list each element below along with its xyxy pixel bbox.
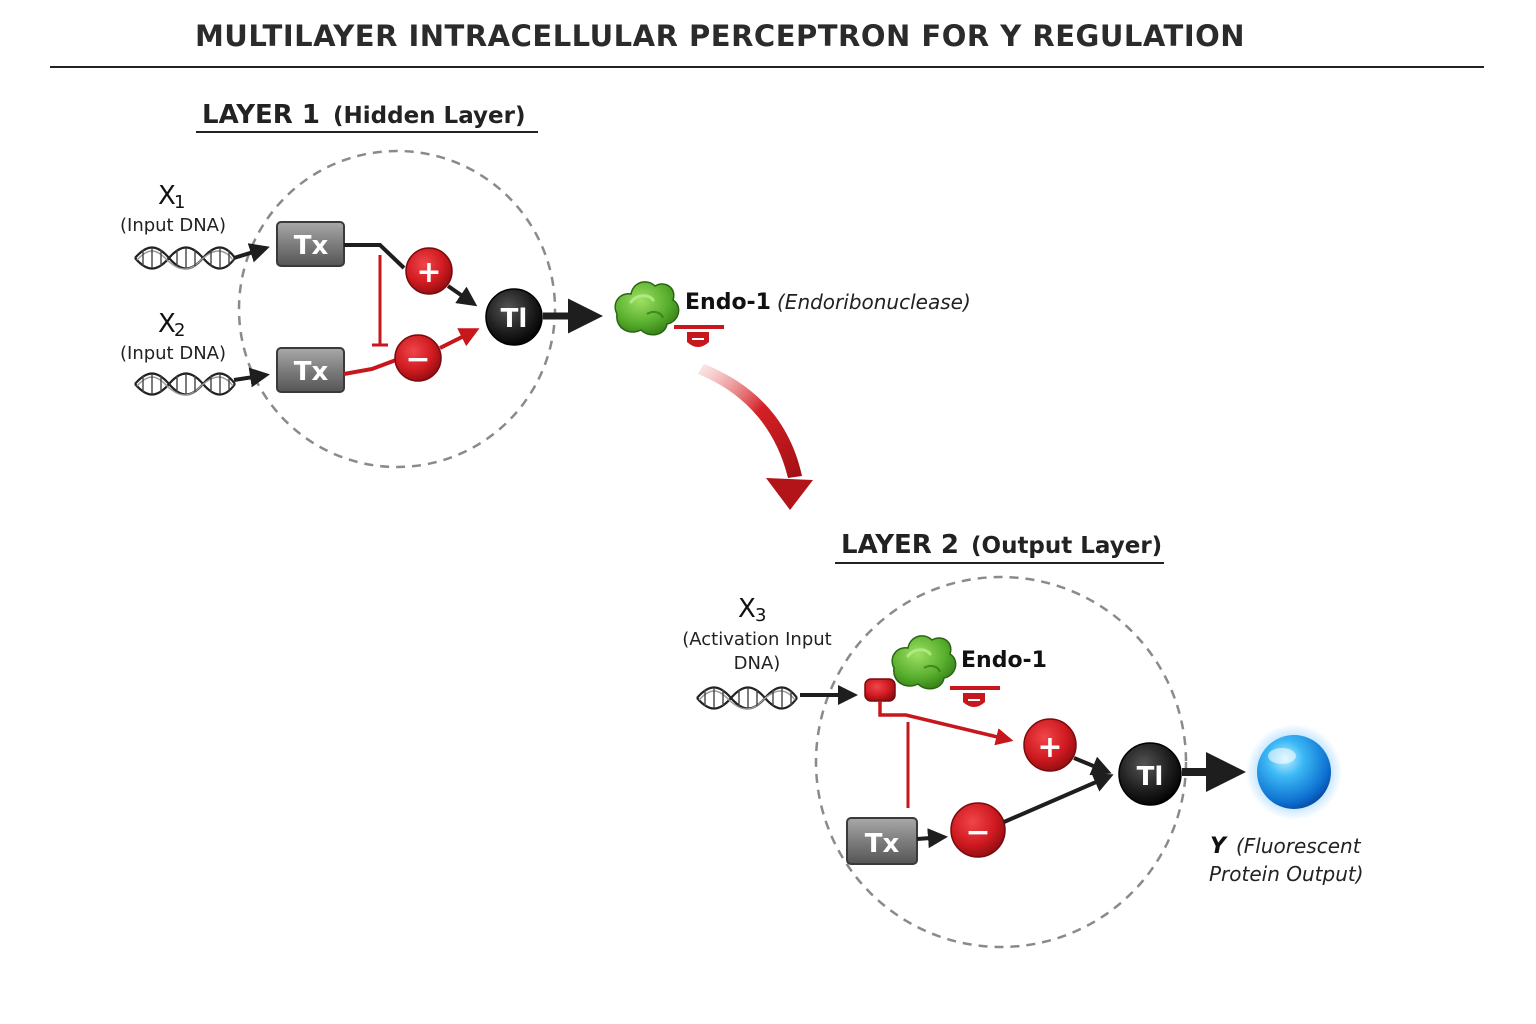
x1-symbol: X (158, 181, 176, 211)
layer1-activation-plus-node: + (405, 247, 453, 295)
endo1-name: Endo-1 (685, 290, 771, 315)
layer1-minus-sign: − (405, 342, 430, 377)
x3-dna-icon (695, 686, 799, 711)
layer1-heading: LAYER 1 (Hidden Layer) (196, 100, 538, 133)
layer2-heading-text: LAYER 2 (841, 530, 959, 560)
layer1-tx-top-label: Tx (294, 231, 329, 261)
endo1-description: (Endoribonuclease) (777, 290, 971, 314)
mrna-to-plus-arrow (878, 701, 1014, 746)
layer2-tx-box: Tx (846, 817, 918, 865)
x2-symbol: X (158, 309, 176, 339)
plus-to-tl-arrow-layer2 (1073, 756, 1112, 776)
x1-caption: (Input DNA) (120, 215, 226, 236)
minus-to-tl-arrow (439, 328, 480, 350)
layer1-repression-minus-node: − (394, 334, 442, 382)
layer2-endo1-protein-icon (890, 634, 958, 691)
layer2-tx-label: Tx (865, 829, 900, 859)
x2-subscript: 2 (174, 320, 185, 341)
layer2-cell-boundary (814, 575, 1188, 949)
x2-caption: (Input DNA) (120, 343, 226, 364)
layer2-endo1-inhibitor-symbol (950, 686, 1000, 707)
x1-to-tx-arrow (233, 243, 270, 263)
layer2-endo1-name: Endo-1 (961, 648, 1047, 673)
layer2-tl-node: Tl (1118, 742, 1182, 806)
layer2-mrna-target (864, 678, 896, 702)
layer2-activation-plus-node: + (1023, 718, 1077, 772)
layer1-tl-label: Tl (501, 304, 528, 334)
layer1-heading-sub: (Hidden Layer) (333, 103, 525, 129)
page-title: MULTILAYER INTRACELLULAR PERCEPTRON FOR … (195, 19, 1245, 53)
x3-caption-line1: (Activation Input (682, 629, 831, 650)
x1-dna-icon (133, 246, 237, 271)
output-fluorescent-protein-icon (1257, 735, 1331, 809)
x2-dna-icon (133, 372, 237, 397)
input-x3: X 3 (Activation Input DNA) (682, 594, 832, 711)
endo1-inhibitor-symbol (674, 325, 724, 347)
layer1-tl-node: Tl (485, 288, 543, 346)
plus-to-tl-arrow (446, 284, 478, 307)
layer1-plus-sign: + (416, 255, 441, 290)
output-desc-line2: Protein Output) (1209, 862, 1364, 886)
layer2-repression-minus-node: − (950, 802, 1006, 858)
x3-caption-line2: DNA) (734, 653, 781, 674)
layer1-tx-box-top: Tx (276, 221, 345, 267)
layer1-heading-text: LAYER 1 (202, 100, 320, 130)
layer-transfer-arrowhead (766, 478, 813, 510)
tx-bottom-to-minus-line (343, 358, 397, 376)
layer1-tx-bottom-label: Tx (294, 357, 329, 387)
tx-to-minus-arrow (916, 828, 948, 849)
layer2-plus-sign: + (1037, 730, 1062, 765)
layer-transfer-arrow-body (698, 364, 802, 478)
x2-to-tx-arrow (233, 367, 270, 388)
input-x1: X 1 (Input DNA) (120, 181, 237, 271)
layer2-heading: LAYER 2 (Output Layer) (835, 530, 1164, 564)
layer2-heading-sub: (Output Layer) (971, 533, 1162, 559)
layer1-cell-boundary (237, 149, 557, 469)
layer2-minus-sign: − (965, 815, 990, 850)
endo1-protein-icon (613, 280, 681, 337)
layer2-tl-label: Tl (1137, 762, 1164, 792)
x3-subscript: 3 (755, 605, 766, 626)
tx-top-to-plus-line (344, 243, 406, 270)
input-x2: X 2 (Input DNA) (120, 309, 237, 397)
x1-subscript: 1 (174, 192, 185, 213)
output-desc-line1: (Fluorescent (1236, 834, 1362, 858)
minus-to-tl-arrow-layer2 (1003, 773, 1114, 824)
output-name: Y (1210, 834, 1228, 859)
x3-symbol: X (738, 594, 756, 624)
layer1-tx-box-bottom: Tx (276, 347, 345, 393)
